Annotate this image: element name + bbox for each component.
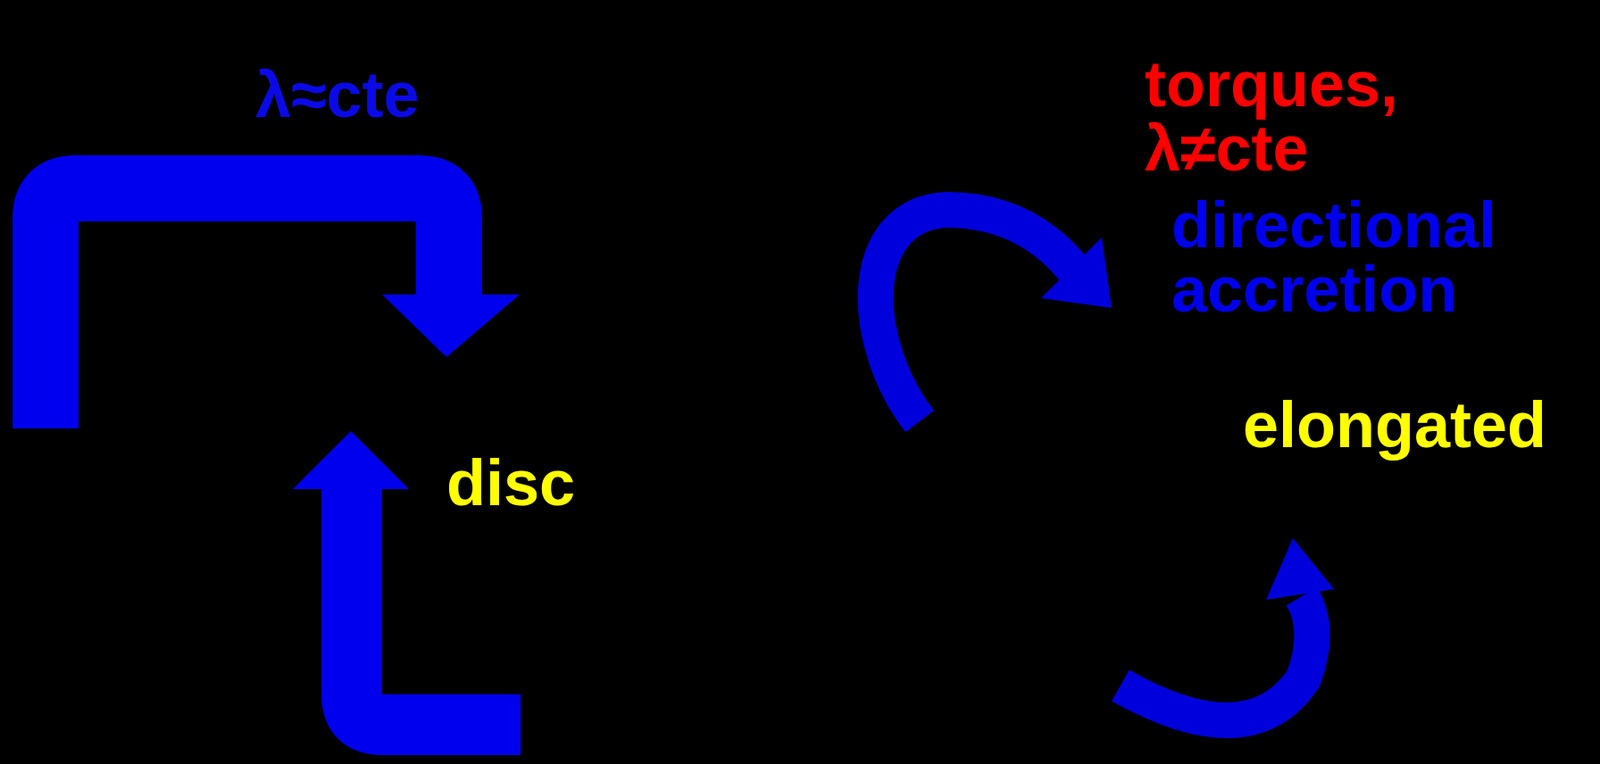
elongated-galaxy: elongated <box>1110 324 1236 476</box>
text-holder: λ≈cte <box>255 62 550 127</box>
tilted-halo-ellipse <box>831 16 1515 764</box>
accretion-label: directional accretion <box>1171 192 1520 322</box>
elongated-galaxy-outline <box>1110 324 1236 476</box>
text-holder: directional accretion <box>1171 192 1520 322</box>
torque-axis-arrow <box>877 12 1444 741</box>
directional-accretion-arrow <box>875 209 1112 422</box>
shape-label: disc <box>446 450 679 516</box>
torque-label: torques, λ≠cte <box>1144 51 1413 181</box>
galaxy-disc: disc <box>316 318 437 439</box>
halo-circle-shape <box>10 5 767 761</box>
directional-accretion-arrow <box>1120 538 1334 721</box>
text-holder: torques, λ≠cte <box>1144 51 1413 181</box>
text-holder: disc <box>446 450 679 516</box>
elongated-galaxy-shape <box>1096 320 1250 480</box>
spin-label: λ≈cte <box>255 62 550 127</box>
galaxy-disc-outline <box>316 318 437 439</box>
text-holder: elongated <box>1242 392 1592 458</box>
galaxy-disc-shape <box>317 319 436 438</box>
halo-circle: λ≈cte disc <box>9 4 767 762</box>
shape-label: elongated <box>1242 392 1592 458</box>
isotropic-accretion-arrow <box>45 188 520 429</box>
